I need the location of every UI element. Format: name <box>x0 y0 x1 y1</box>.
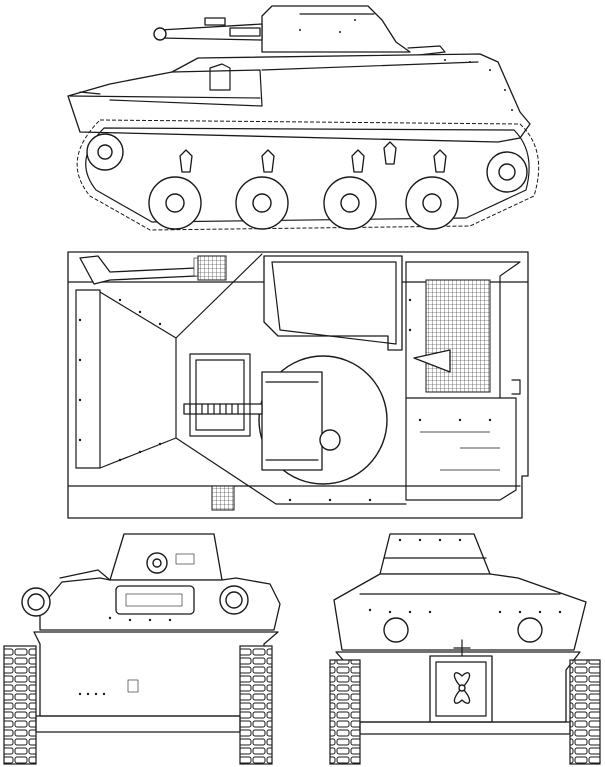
front-rivets <box>78 616 172 696</box>
side-hull <box>67 53 531 143</box>
rear-upper-hull <box>333 573 587 651</box>
rear-track-right <box>569 659 601 765</box>
top-view <box>67 251 529 519</box>
side-suspension <box>179 141 447 173</box>
engine-grille <box>425 279 491 393</box>
rear-port-right <box>517 617 543 643</box>
side-turret <box>261 5 411 53</box>
side-rivets <box>299 19 513 111</box>
front-turret <box>109 533 223 581</box>
side-road-wheels <box>148 176 459 230</box>
rear-turret <box>379 533 491 575</box>
front-track-left <box>3 645 37 765</box>
front-view <box>3 533 281 765</box>
top-rivets <box>78 298 492 502</box>
rear-rivets <box>368 538 562 614</box>
rear-view <box>329 533 601 765</box>
rear-track-left <box>329 659 361 765</box>
side-view <box>67 5 540 231</box>
rear-port-left <box>383 617 409 643</box>
top-coaxial-gun <box>183 403 263 415</box>
side-track <box>76 119 540 231</box>
front-track-right <box>239 645 273 765</box>
